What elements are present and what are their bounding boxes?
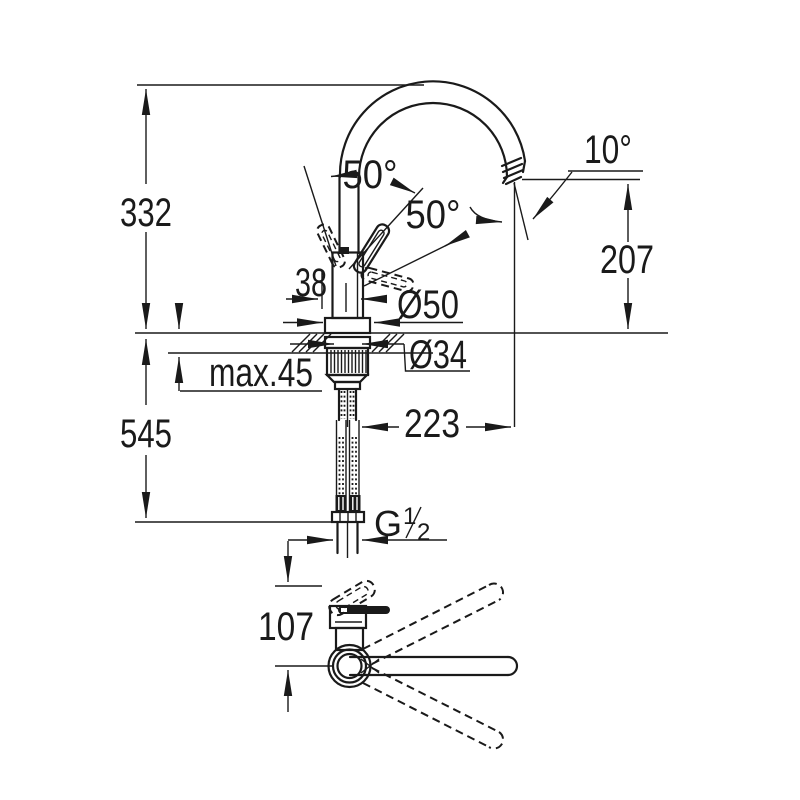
swivel-circles [327,643,372,689]
dim-545: 545 [120,339,172,518]
dim-223: 223 [362,402,511,446]
front-view [135,80,668,558]
dim-38-label: 38 [295,261,327,305]
top-view [327,579,519,750]
hatching-right [371,333,405,353]
dim-g-half: G 1 2 [288,503,447,546]
dim-332: 332 [120,89,172,329]
water-stream [513,182,529,427]
dim-107-label: 107 [258,605,314,649]
thread-letter: G [374,503,402,544]
mounting-nut [324,346,370,391]
dim-545-label: 545 [120,412,172,456]
countertop-section [135,332,668,354]
handle-pivot [339,247,349,254]
thread-denominator: 2 [417,519,430,546]
mounting-hardware [323,316,372,422]
top-view-spout [348,655,519,677]
escutcheon [323,316,372,335]
supply-hoses [330,388,366,558]
spout [338,80,527,255]
dim-dia50: Ø50 [283,283,463,327]
top-view-spout-dashed-down [362,667,504,750]
dim-50deg-right: 50° [363,193,470,287]
top-view-body [328,604,390,652]
dim-dia34-label: Ø34 [409,333,467,377]
top-view-spout-dashed-up [362,582,504,665]
top-view-lever-dashed [328,579,376,617]
thread-pipe [336,520,359,558]
dim-107: 107 [258,541,333,712]
dim-dia34: Ø34 [290,333,470,377]
dim-50deg-left: 50° [303,153,424,270]
dim-223-label: 223 [404,402,460,446]
dim-10deg: 10° [469,128,643,225]
dim-max45: max.45 [174,303,322,395]
dim-38: 38 [286,261,387,309]
thread-numerator: 1 [403,503,416,530]
connector-nut [330,510,366,524]
dim-dia50-label: Ø50 [397,283,459,327]
dim-10deg-label: 10° [584,128,632,172]
dim-50deg-right-label: 50° [406,193,461,237]
dimensions: 332 545 max.45 38 Ø50 [120,84,654,712]
threaded-shank [337,387,358,422]
aerator-tip [500,156,527,186]
handle-lever-dashed-up [316,223,346,269]
dim-207: 207 [600,184,654,329]
mounting-washer [323,335,372,350]
dim-50deg-left-label: 50° [343,153,398,197]
dim-332-label: 332 [120,191,172,235]
dim-max45-label: max.45 [209,351,313,395]
hose-crimp-sleeves [335,495,361,512]
dim-207-label: 207 [600,238,654,282]
